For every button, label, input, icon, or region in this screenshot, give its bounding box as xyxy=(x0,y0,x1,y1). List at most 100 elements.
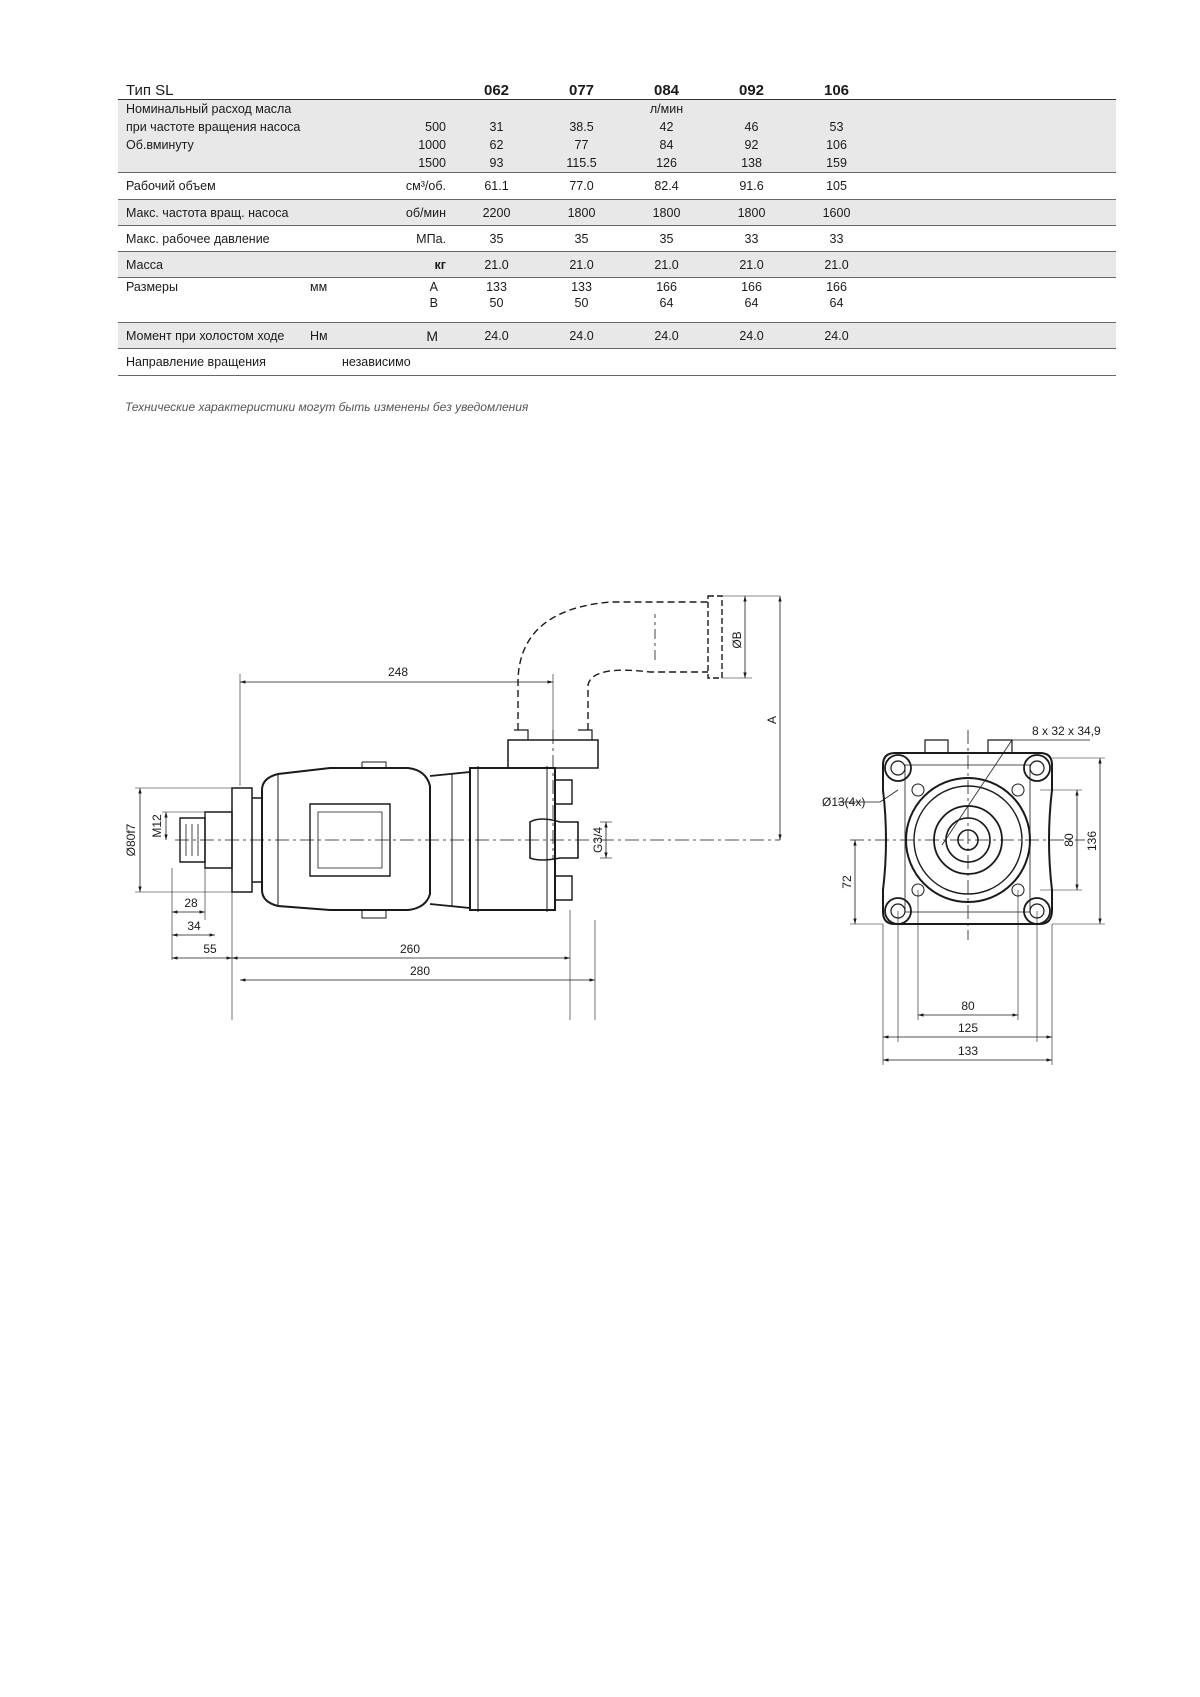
dim-label: 260 xyxy=(400,942,420,956)
dim-label: 80 xyxy=(961,999,975,1013)
table-row: Макс. рабочее давление МПа. 35 35 35 33 … xyxy=(118,225,1116,252)
row-unit: об/мин xyxy=(338,199,454,226)
flow-label-line: Об.вминуту xyxy=(118,136,338,154)
table-row: Рабочий объем см³/об. 61.1 77.0 82.4 91.… xyxy=(118,172,1116,200)
table-cell: 77 xyxy=(539,136,624,154)
table-cell: 82.4 xyxy=(624,172,709,200)
table-cell: 21.0 xyxy=(709,251,794,278)
table-cell: 62 xyxy=(454,136,539,154)
dim-label: A xyxy=(765,716,779,724)
dim-label: Ø80f7 xyxy=(124,823,138,856)
row-label: Направление вращения xyxy=(118,348,338,376)
row-unit: МПа. xyxy=(338,225,454,252)
table-cell: 166 xyxy=(741,280,762,294)
dim-label: 280 xyxy=(410,964,430,978)
dim-key: A xyxy=(429,280,438,294)
table-cell: 92 xyxy=(709,136,794,154)
dim-label: 133 xyxy=(958,1044,978,1058)
table-cell: 42 xyxy=(624,118,709,136)
table-row: Размеры мм A 133 133 166 166 166 xyxy=(118,278,1116,297)
table-cell: 166 xyxy=(656,280,677,294)
torque-key: M xyxy=(338,322,454,349)
table-cell: 35 xyxy=(454,225,539,252)
row-label: Масса xyxy=(118,251,338,278)
flow-speed: 1500 xyxy=(338,154,454,173)
spec-table: Тип SL 062 077 084 092 106 Номинальный р… xyxy=(118,81,1116,376)
row-label: Макс. рабочее давление xyxy=(118,225,338,252)
type-label: Тип SL xyxy=(118,81,338,100)
row-label: Момент при холостом ходе xyxy=(126,328,285,343)
table-cell: 159 xyxy=(794,154,879,173)
table-cell: 38.5 xyxy=(539,118,624,136)
dim-label: 28 xyxy=(184,896,198,910)
side-view xyxy=(135,595,782,1020)
flow-label-line: Номинальный расход масла xyxy=(118,99,338,118)
technical-drawing: 248 A ØB M12 Ø80f7 G3/4 28 34 55 260 280 xyxy=(124,595,1105,1065)
table-cell: 35 xyxy=(539,225,624,252)
table-cell: 64 xyxy=(624,296,709,323)
rotation-value: независимо xyxy=(338,348,539,376)
table-cell: 1800 xyxy=(709,199,794,226)
table-cell: 1800 xyxy=(539,199,624,226)
table-cell: 50 xyxy=(454,296,539,323)
table-cell: 91.6 xyxy=(709,172,794,200)
table-cell: 33 xyxy=(794,225,879,252)
dim-label: ØB xyxy=(730,631,744,648)
flow-unit: л/мин xyxy=(624,99,709,118)
dim-label: Ø13(4x) xyxy=(822,795,865,809)
dim-label: M12 xyxy=(150,814,164,838)
flow-label-line: при частоте вращения насоса xyxy=(118,118,338,136)
table-cell: 133 xyxy=(571,280,592,294)
table-row: B 50 50 64 64 64 xyxy=(118,296,1116,323)
table-cell: 115.5 xyxy=(539,154,624,173)
table-header-row: Тип SL 062 077 084 092 106 xyxy=(118,81,1116,100)
table-cell: 84 xyxy=(624,136,709,154)
table-cell: 61.1 xyxy=(454,172,539,200)
table-cell: 1800 xyxy=(624,199,709,226)
dim-label: 72 xyxy=(840,875,854,889)
table-row: Номинальный расход масла л/мин xyxy=(118,99,1116,118)
dim-label: 125 xyxy=(958,1021,978,1035)
dim-label: 136 xyxy=(1085,831,1099,851)
disclaimer-note: Технические характеристики могут быть из… xyxy=(125,400,529,414)
table-cell: 77.0 xyxy=(539,172,624,200)
table-cell: 33 xyxy=(709,225,794,252)
table-cell: 138 xyxy=(709,154,794,173)
table-row: Об.вминуту 1000 62 77 84 92 106 xyxy=(118,136,1116,154)
table-cell: 35 xyxy=(624,225,709,252)
row-label: Рабочий объем xyxy=(118,172,338,200)
table-cell: 166 xyxy=(826,280,847,294)
table-cell: 31 xyxy=(454,118,539,136)
table-row: Макс. частота вращ. насоса об/мин 2200 1… xyxy=(118,199,1116,226)
table-cell: 21.0 xyxy=(624,251,709,278)
dim-label: 248 xyxy=(388,665,408,679)
dim-label: 55 xyxy=(203,942,217,956)
table-cell: 24.0 xyxy=(794,322,879,349)
table-cell: 21.0 xyxy=(454,251,539,278)
dim-label: 8 x 32 x 34,9 xyxy=(1032,724,1101,738)
table-cell: 64 xyxy=(709,296,794,323)
side-view-labels: 248 A ØB M12 Ø80f7 G3/4 28 34 55 260 280 xyxy=(124,631,779,978)
table-cell: 24.0 xyxy=(624,322,709,349)
table-cell: 64 xyxy=(794,296,879,323)
table-cell: 126 xyxy=(624,154,709,173)
table-cell: 21.0 xyxy=(794,251,879,278)
table-cell: 24.0 xyxy=(709,322,794,349)
model-header: 077 xyxy=(539,81,624,100)
dim-label: 34 xyxy=(187,919,201,933)
row-label: Размеры xyxy=(126,280,178,294)
model-header: 084 xyxy=(624,81,709,100)
flow-speed: 500 xyxy=(338,118,454,136)
table-cell: 1600 xyxy=(794,199,879,226)
table-cell: 46 xyxy=(709,118,794,136)
row-unit: кг xyxy=(338,251,454,278)
table-cell: 21.0 xyxy=(539,251,624,278)
table-cell: 133 xyxy=(486,280,507,294)
table-cell: 53 xyxy=(794,118,879,136)
model-header: 092 xyxy=(709,81,794,100)
front-view-labels: 8 x 32 x 34,9 Ø13(4x) 80 136 72 80 125 1… xyxy=(822,724,1101,1058)
table-cell: 2200 xyxy=(454,199,539,226)
table-row: 1500 93 115.5 126 138 159 xyxy=(118,154,1116,173)
table-cell: 93 xyxy=(454,154,539,173)
flow-speed: 1000 xyxy=(338,136,454,154)
